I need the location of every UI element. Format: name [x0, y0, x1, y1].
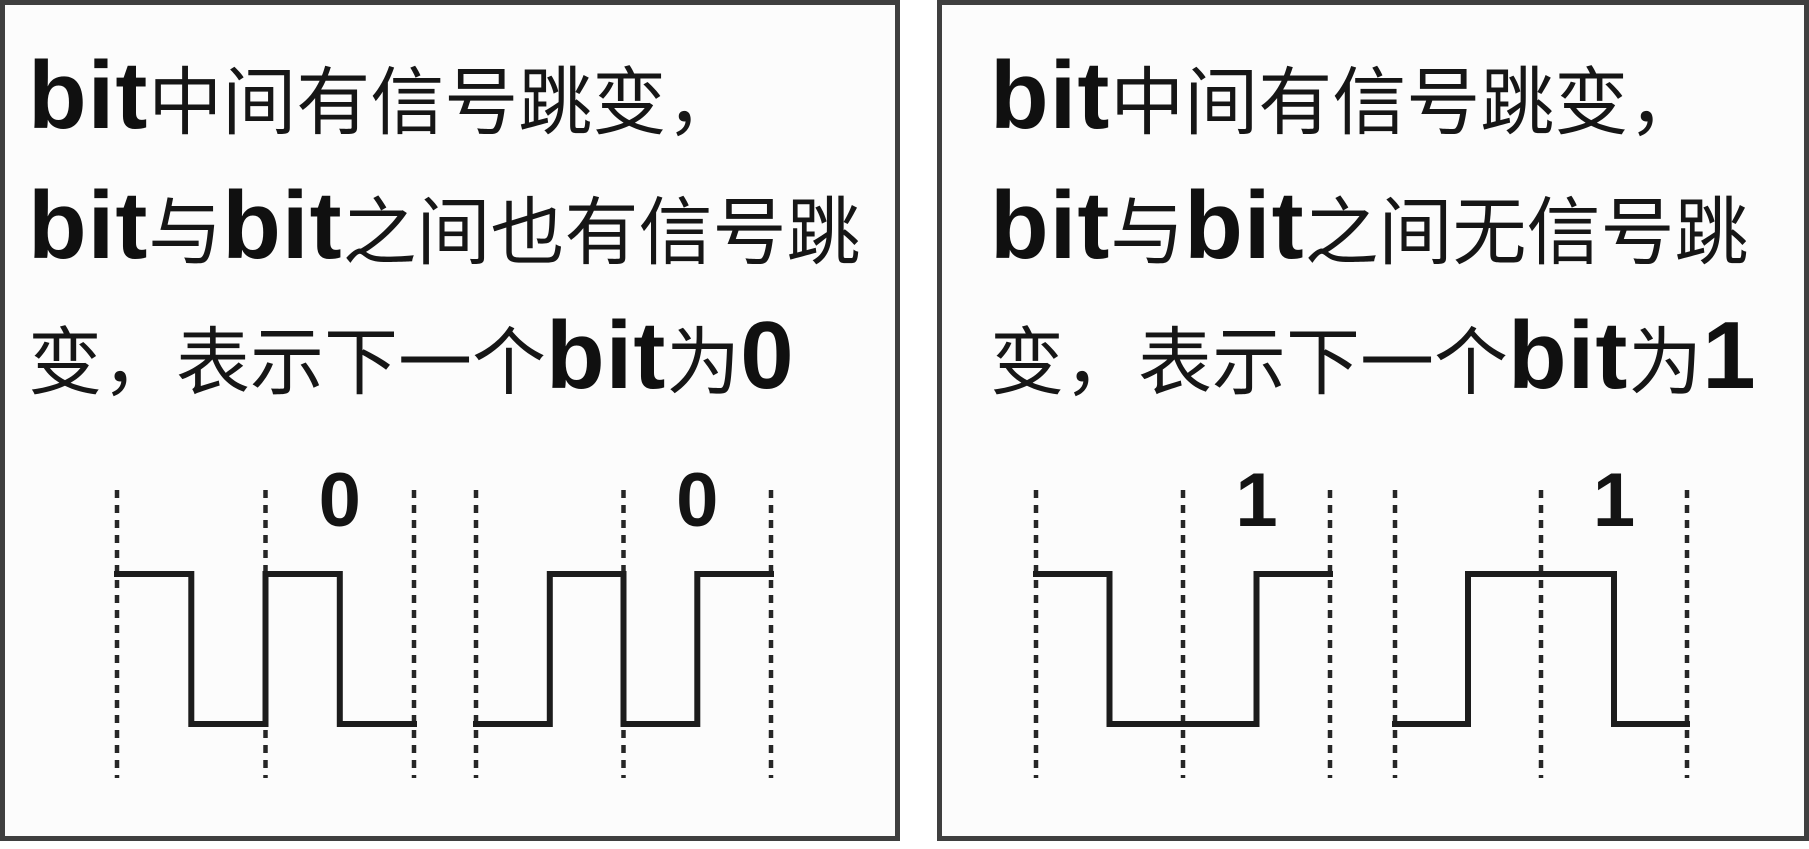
- caption-keyword: 0: [740, 302, 795, 409]
- caption-keyword: bit: [990, 42, 1111, 149]
- caption-text: 为: [1628, 323, 1703, 405]
- caption-text: 中间有信号跳变，: [1110, 63, 1703, 145]
- caption-keyword: bit: [1184, 172, 1305, 279]
- caption-text: 与: [1110, 193, 1185, 275]
- caption-text: 与: [148, 193, 223, 275]
- caption-line: bit与bit之间无信号跳: [990, 165, 1804, 295]
- caption-text: 之间也有信号跳: [342, 193, 861, 275]
- signal-waveform: [1392, 571, 1690, 727]
- caption-keyword: bit: [222, 172, 343, 279]
- caption-line: bit中间有信号跳变，: [990, 35, 1804, 165]
- caption-text: 中间有信号跳变，: [148, 63, 741, 145]
- caption-bit-one: bit中间有信号跳变，bit与bit之间无信号跳变，表示下一个bit为1: [942, 35, 1804, 425]
- caption-keyword: bit: [28, 172, 149, 279]
- caption-line: bit中间有信号跳变，: [28, 35, 895, 165]
- caption-keyword: bit: [546, 302, 667, 409]
- caption-line: 变，表示下一个bit为0: [28, 295, 895, 425]
- bit-value-label: 1: [1235, 458, 1277, 543]
- bit-value-label: 0: [319, 458, 361, 543]
- caption-text: 变，表示下一个: [990, 323, 1508, 405]
- caption-text: 为: [666, 323, 741, 405]
- signal-waveform: [473, 571, 774, 727]
- caption-keyword: bit: [28, 42, 149, 149]
- caption-bit-zero: bit中间有信号跳变，bit与bit之间也有信号跳变，表示下一个bit为0: [5, 35, 895, 425]
- caption-keyword: 1: [1702, 302, 1757, 409]
- signal-waveform: [114, 571, 417, 727]
- bit-value-label: 0: [676, 458, 718, 543]
- caption-keyword: bit: [990, 172, 1111, 279]
- caption-line: bit与bit之间也有信号跳: [28, 165, 895, 295]
- caption-text: 变，表示下一个: [28, 323, 546, 405]
- caption-keyword: bit: [1508, 302, 1629, 409]
- caption-text: 之间无信号跳: [1304, 193, 1749, 275]
- bit-value-label: 1: [1593, 458, 1635, 543]
- signal-waveform: [1033, 571, 1333, 727]
- caption-line: 变，表示下一个bit为1: [990, 295, 1804, 425]
